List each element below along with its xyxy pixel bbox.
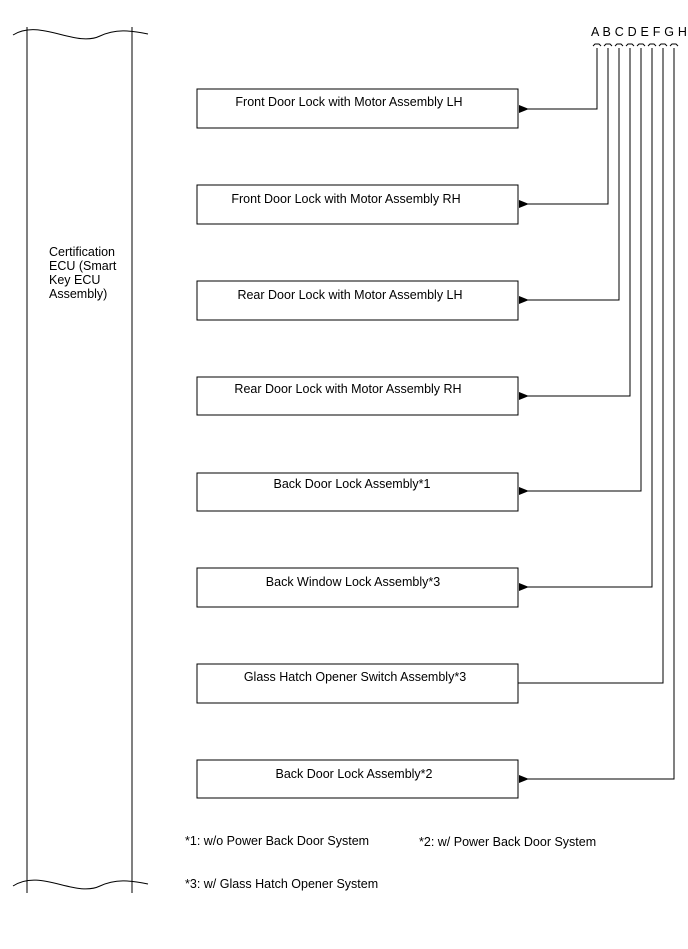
component-label: Front Door Lock with Motor Assembly LH — [235, 95, 462, 109]
wire-a — [519, 48, 598, 113]
ecu-label: Certification ECU (Smart Key ECU Assembl… — [49, 245, 120, 301]
footnote-1: *1: w/o Power Back Door System — [185, 834, 369, 848]
component-box-back-window-lock: Back Window Lock Assembly*3 — [196, 567, 519, 608]
pin-tick-b — [603, 43, 613, 47]
ecu-label-line: ECU (Smart — [49, 259, 117, 273]
component-box-front-lh: Front Door Lock with Motor Assembly LH — [196, 88, 519, 129]
component-label: Front Door Lock with Motor Assembly RH — [231, 192, 460, 206]
pin-tick-e — [636, 43, 646, 47]
component-label: Rear Door Lock with Motor Assembly RH — [234, 382, 461, 396]
wire-b — [519, 48, 609, 208]
connector-pin-letters: A B C D E F G H — [591, 25, 687, 39]
component-label: Back Window Lock Assembly*3 — [266, 575, 440, 589]
footnote-2: *2: w/ Power Back Door System — [419, 835, 596, 849]
component-label: Rear Door Lock with Motor Assembly LH — [237, 288, 462, 302]
pin-tick-h — [669, 43, 679, 47]
component-box-front-rh: Front Door Lock with Motor Assembly RH — [196, 184, 519, 225]
ecu-block: Certification ECU (Smart Key ECU Assembl… — [12, 27, 149, 893]
pin-tick-g — [658, 43, 668, 47]
component-label: Back Door Lock Assembly*1 — [273, 477, 430, 491]
component-label: Glass Hatch Opener Switch Assembly*3 — [244, 670, 466, 684]
footnote-3: *3: w/ Glass Hatch Opener System — [185, 877, 378, 891]
ecu-bottom-break — [12, 879, 149, 890]
wire-g — [518, 48, 664, 684]
connector-pin-ticks — [592, 43, 679, 47]
wire-h — [519, 48, 675, 783]
pin-tick-f — [647, 43, 657, 47]
wire-e — [519, 48, 642, 495]
component-box-glass-hatch-switch: Glass Hatch Opener Switch Assembly*3 — [196, 663, 519, 704]
component-box-back-door-lock-2: Back Door Lock Assembly*2 — [196, 759, 519, 799]
ecu-top-break — [12, 29, 149, 40]
pin-tick-a — [592, 43, 602, 47]
wire-f — [519, 48, 653, 591]
ecu-label-line: Key ECU — [49, 273, 100, 287]
ecu-label-line: Certification — [49, 245, 115, 259]
wire-c — [519, 48, 620, 304]
pin-tick-c — [614, 43, 624, 47]
ecu-label-line: Assembly) — [49, 287, 107, 301]
wire-d — [519, 48, 631, 400]
component-box-rear-lh: Rear Door Lock with Motor Assembly LH — [196, 280, 519, 321]
component-box-back-door-lock-1: Back Door Lock Assembly*1 — [196, 472, 519, 512]
component-box-rear-rh: Rear Door Lock with Motor Assembly RH — [196, 376, 519, 416]
component-label: Back Door Lock Assembly*2 — [275, 767, 432, 781]
pin-tick-d — [625, 43, 635, 47]
